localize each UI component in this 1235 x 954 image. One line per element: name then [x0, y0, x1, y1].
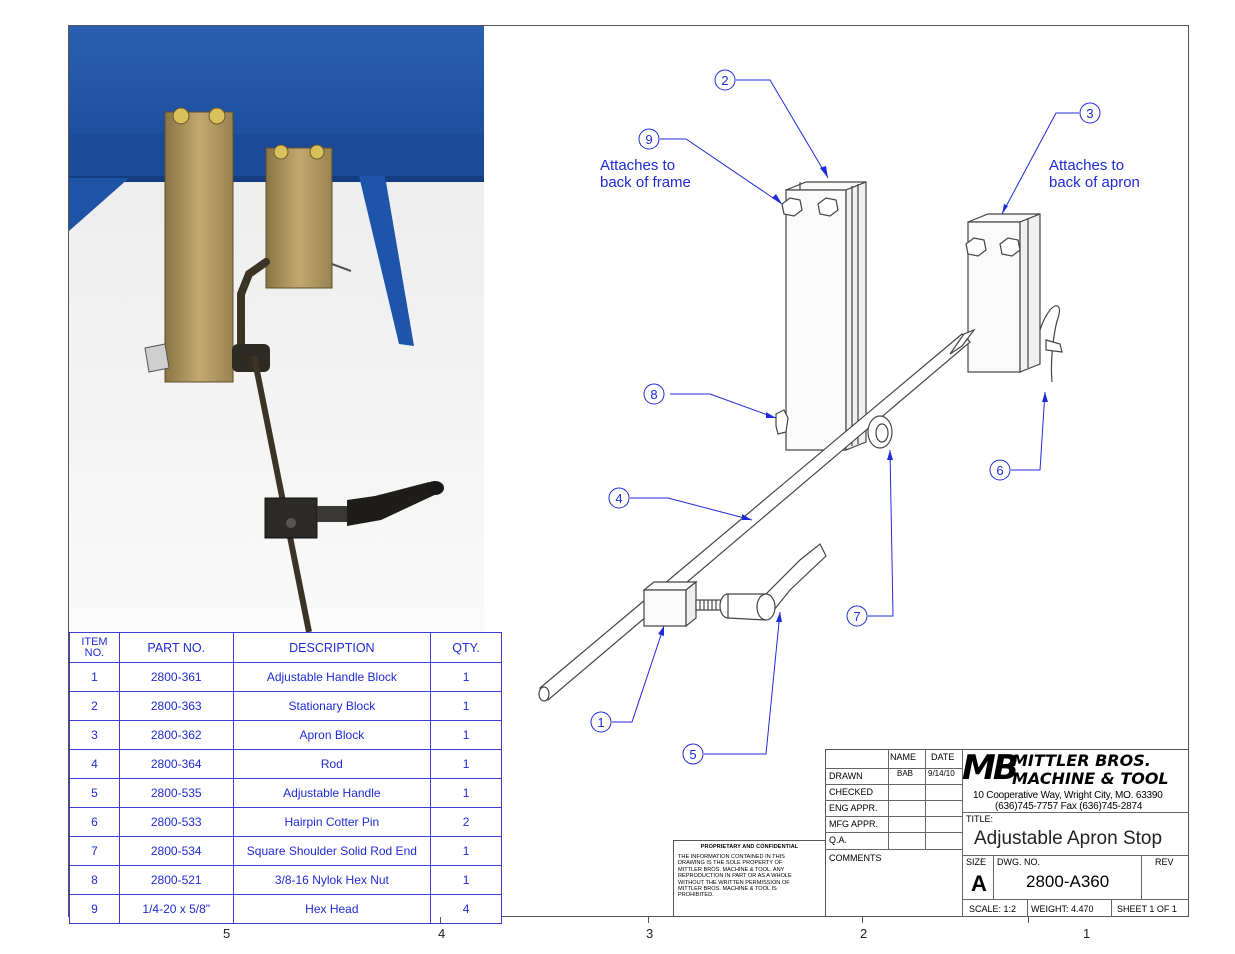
balloon-label-1: 1	[597, 715, 604, 730]
balloon-5	[682, 743, 704, 765]
zone-label-2: 2	[860, 926, 868, 941]
balloon-7	[846, 605, 868, 627]
item-balloons	[590, 69, 1101, 765]
balloon-label-7: 7	[853, 609, 860, 624]
item-no-cell: 5	[69, 778, 120, 808]
tb-eng-appr-label: ENG APPR.	[829, 803, 878, 813]
leader-lines	[612, 79, 1079, 755]
description-cell: Adjustable Handle	[232, 778, 432, 808]
company-logo: MB	[962, 748, 1019, 788]
tb-name-label: NAME	[890, 752, 917, 762]
item-no-cell: 1	[69, 662, 120, 692]
tb-drawn-name: BAB	[897, 769, 914, 778]
description-cell: 3/8-16 Nylok Hex Nut	[232, 865, 432, 895]
tb-weight: WEIGHT: 4.470	[1031, 904, 1094, 914]
zone-label-1: 1	[1083, 926, 1091, 941]
leader-arrowheads	[658, 166, 1048, 636]
part-no-cell: 2800-364	[118, 749, 234, 779]
zone-label-3: 3	[646, 926, 654, 941]
description-cell: Hairpin Cotter Pin	[232, 807, 432, 837]
balloon-label-5: 5	[689, 747, 696, 762]
tb-drawn-date: 9/14/10	[928, 769, 955, 778]
item-no-cell: 2	[69, 691, 120, 721]
part-no-cell: 2800-362	[118, 720, 234, 750]
product-photo	[69, 26, 484, 632]
balloon-1	[590, 711, 612, 733]
balloon-label-9: 9	[645, 132, 652, 147]
tb-dwg-label: DWG. NO.	[997, 857, 1040, 867]
balloon-6	[989, 459, 1011, 481]
balloon-9	[638, 128, 660, 150]
tb-mfg-appr-label: MFG APPR.	[829, 819, 879, 829]
zone-label-5: 5	[223, 926, 231, 941]
tb-qa-label: Q.A.	[829, 835, 848, 845]
balloon-3	[1079, 102, 1101, 124]
drawing-border	[68, 25, 1189, 917]
description-cell: Stationary Block	[232, 691, 432, 721]
tb-size-label: SIZE	[966, 857, 987, 867]
photo-illustration	[69, 26, 484, 632]
part-no-cell: 2800-363	[118, 691, 234, 721]
header-qty: QTY.	[430, 632, 502, 663]
qty-cell: 4	[430, 894, 502, 924]
balloon-label-4: 4	[615, 491, 622, 506]
drawing-title: Adjustable Apron Stop	[974, 828, 1163, 849]
company-name-line2: MACHINE & TOOL	[1012, 769, 1169, 788]
tb-checked-label: CHECKED	[829, 787, 874, 797]
tb-scale: SCALE: 1:2	[969, 904, 1017, 914]
tb-sheet: SHEET 1 OF 1	[1117, 904, 1177, 914]
balloon-4	[608, 487, 630, 509]
item-no-cell: 8	[69, 865, 120, 895]
header-description: DESCRIPTION	[232, 632, 432, 663]
part-no-cell: 2800-521	[118, 865, 234, 895]
tb-drawn-label: DRAWN	[829, 771, 863, 781]
tb-comments-label: COMMENTS	[829, 853, 882, 863]
zone-label-4: 4	[438, 926, 446, 941]
item-no-cell: 9	[69, 894, 120, 924]
balloon-8	[643, 383, 665, 405]
company-address: 10 Cooperative Way, Wright City, MO. 633…	[973, 790, 1163, 801]
tb-date-label: DATE	[931, 752, 955, 762]
tb-size-value: A	[971, 871, 987, 896]
balloon-label-2: 2	[721, 73, 728, 88]
qty-cell: 1	[430, 865, 502, 895]
proprietary-notice: PROPRIETARY AND CONFIDENTIAL THE INFORMA…	[673, 840, 825, 917]
proprietary-heading: PROPRIETARY AND CONFIDENTIAL	[700, 844, 799, 850]
balloon-label-8: 8	[650, 387, 657, 402]
tb-rev-label: REV	[1155, 857, 1174, 867]
proprietary-body: THE INFORMATION CONTAINED IN THIS DRAWIN…	[678, 854, 792, 899]
tb-title-label: TITLE:	[966, 814, 994, 824]
part-no-cell: 2800-361	[118, 662, 234, 692]
balloon-label-3: 3	[1086, 106, 1093, 121]
company-name-line1: MITTLER BROS.	[1012, 751, 1151, 770]
item-no-cell: 3	[69, 720, 120, 750]
item-no-cell: 6	[69, 807, 120, 837]
title-block	[825, 749, 1189, 917]
company-phone: (636)745-7757 Fax (636)745-2874	[995, 801, 1143, 812]
description-cell: Hex Head	[232, 894, 432, 924]
balloon-labels: 1 2 3 4 5 6 7 8 9	[597, 73, 1093, 762]
balloon-2	[714, 69, 736, 91]
tb-dwg-number: 2800-A360	[1026, 872, 1110, 891]
part-geometry	[538, 181, 1063, 702]
qty-cell: 1	[430, 749, 502, 779]
balloon-label-6: 6	[996, 463, 1003, 478]
